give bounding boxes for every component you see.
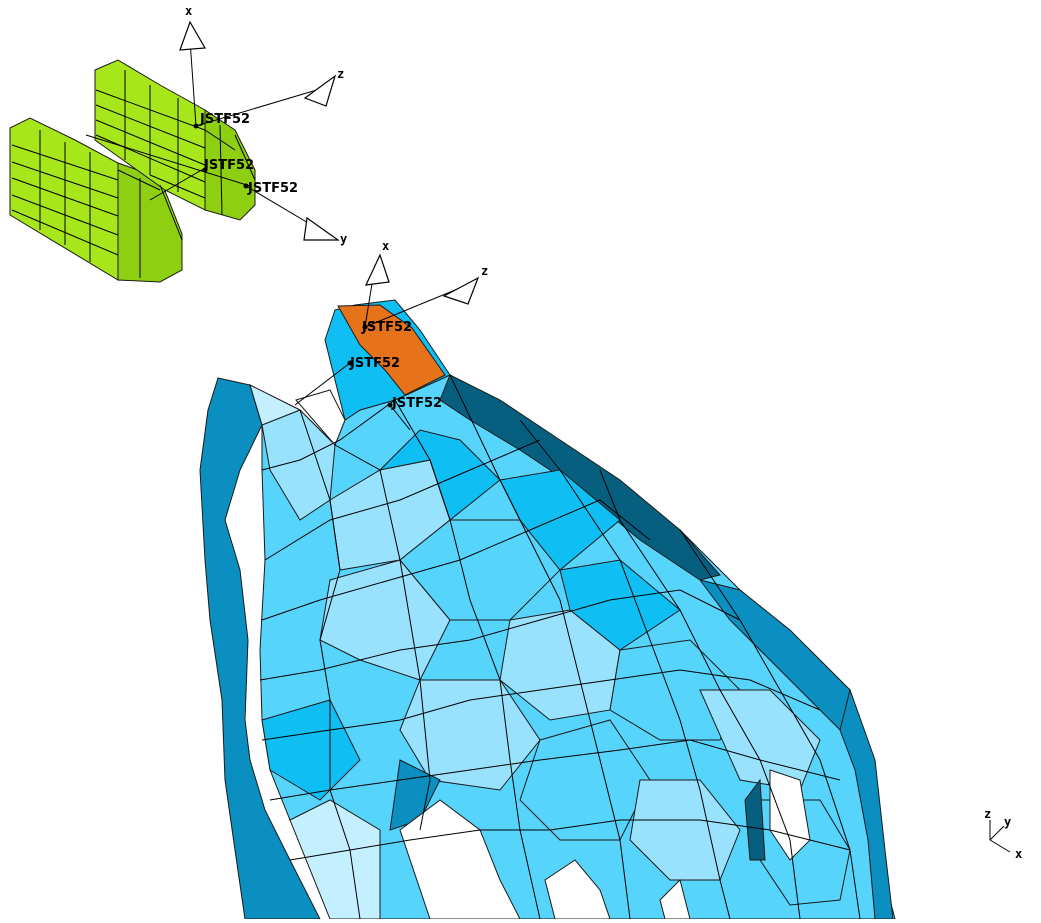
node-label: JSTF52: [361, 320, 412, 335]
x-axis-arrow-icon: [364, 253, 390, 286]
x-axis-arrow-icon: [179, 20, 206, 51]
triad-z-label: z: [984, 807, 991, 821]
axis-label-z: z: [337, 67, 344, 81]
blue-mesh-component[interactable]: JSTF52 JSTF52 JSTF52 x z: [199, 239, 896, 920]
node-label: JSTF52: [391, 396, 442, 411]
triad-x-label: x: [1015, 847, 1022, 861]
z-axis-arrow-icon: [303, 74, 337, 107]
axis-label-y: y: [340, 232, 347, 246]
axis-label-x: x: [382, 239, 389, 253]
view-triad: z y x: [984, 807, 1022, 861]
node-label: JSTF52: [247, 181, 298, 196]
green-component[interactable]: JSTF52 JSTF52 JSTF52 x z y: [9, 4, 347, 283]
z-axis-arrow-icon: [442, 276, 480, 305]
axis-label-x: x: [185, 4, 192, 18]
node-label: JSTF52: [349, 356, 400, 371]
axis-label-z: z: [481, 264, 488, 278]
node-label: JSTF52: [203, 158, 254, 173]
node-label: JSTF52: [199, 112, 250, 127]
y-axis-arrow-icon: [303, 216, 340, 241]
triad-y-label: y: [1004, 815, 1011, 829]
